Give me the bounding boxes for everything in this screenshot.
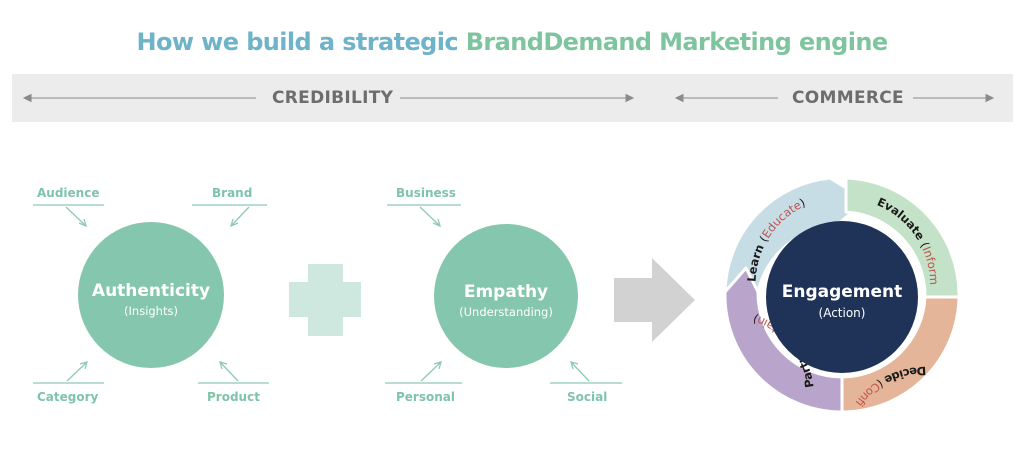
engagement-circle: Engagement (Action) [766, 221, 918, 373]
plus-icon [289, 264, 361, 336]
product-label: Product [207, 390, 260, 404]
commerce-arrow [674, 93, 995, 103]
to-engagement-arrow [614, 258, 695, 342]
empathy-circle: Empathy (Understanding) [434, 224, 578, 368]
partner-segment [723, 266, 844, 414]
title-part-1: How we build a strategic [136, 28, 466, 56]
empathy-title: Empathy [463, 282, 549, 302]
learn-segment [723, 176, 868, 294]
engagement-subtitle: (Action) [818, 306, 866, 320]
empathy-connectors [385, 204, 622, 384]
engagement-cycle [723, 176, 961, 414]
authenticity-connectors [33, 204, 269, 384]
business-label: Business [396, 186, 456, 200]
authenticity-title: Authenticity [91, 281, 211, 301]
category-label: Category [37, 390, 99, 404]
personal-label: Personal [396, 390, 455, 404]
title-part-2: BrandDemand Marketing engine [465, 28, 888, 56]
engagement-title: Engagement [781, 282, 903, 302]
audience-label: Audience [37, 186, 100, 200]
brand-label: Brand [212, 186, 253, 200]
social-label: Social [567, 390, 608, 404]
authenticity-circle: Authenticity (Insights) [78, 222, 224, 368]
page-title: How we build a strategic BrandDemand Mar… [0, 28, 1024, 56]
credibility-label: CREDIBILITY [272, 88, 394, 108]
commerce-label: COMMERCE [792, 88, 904, 108]
authenticity-subtitle: (Insights) [124, 304, 178, 318]
credibility-arrow [22, 93, 635, 103]
empathy-subtitle: (Understanding) [459, 305, 553, 319]
